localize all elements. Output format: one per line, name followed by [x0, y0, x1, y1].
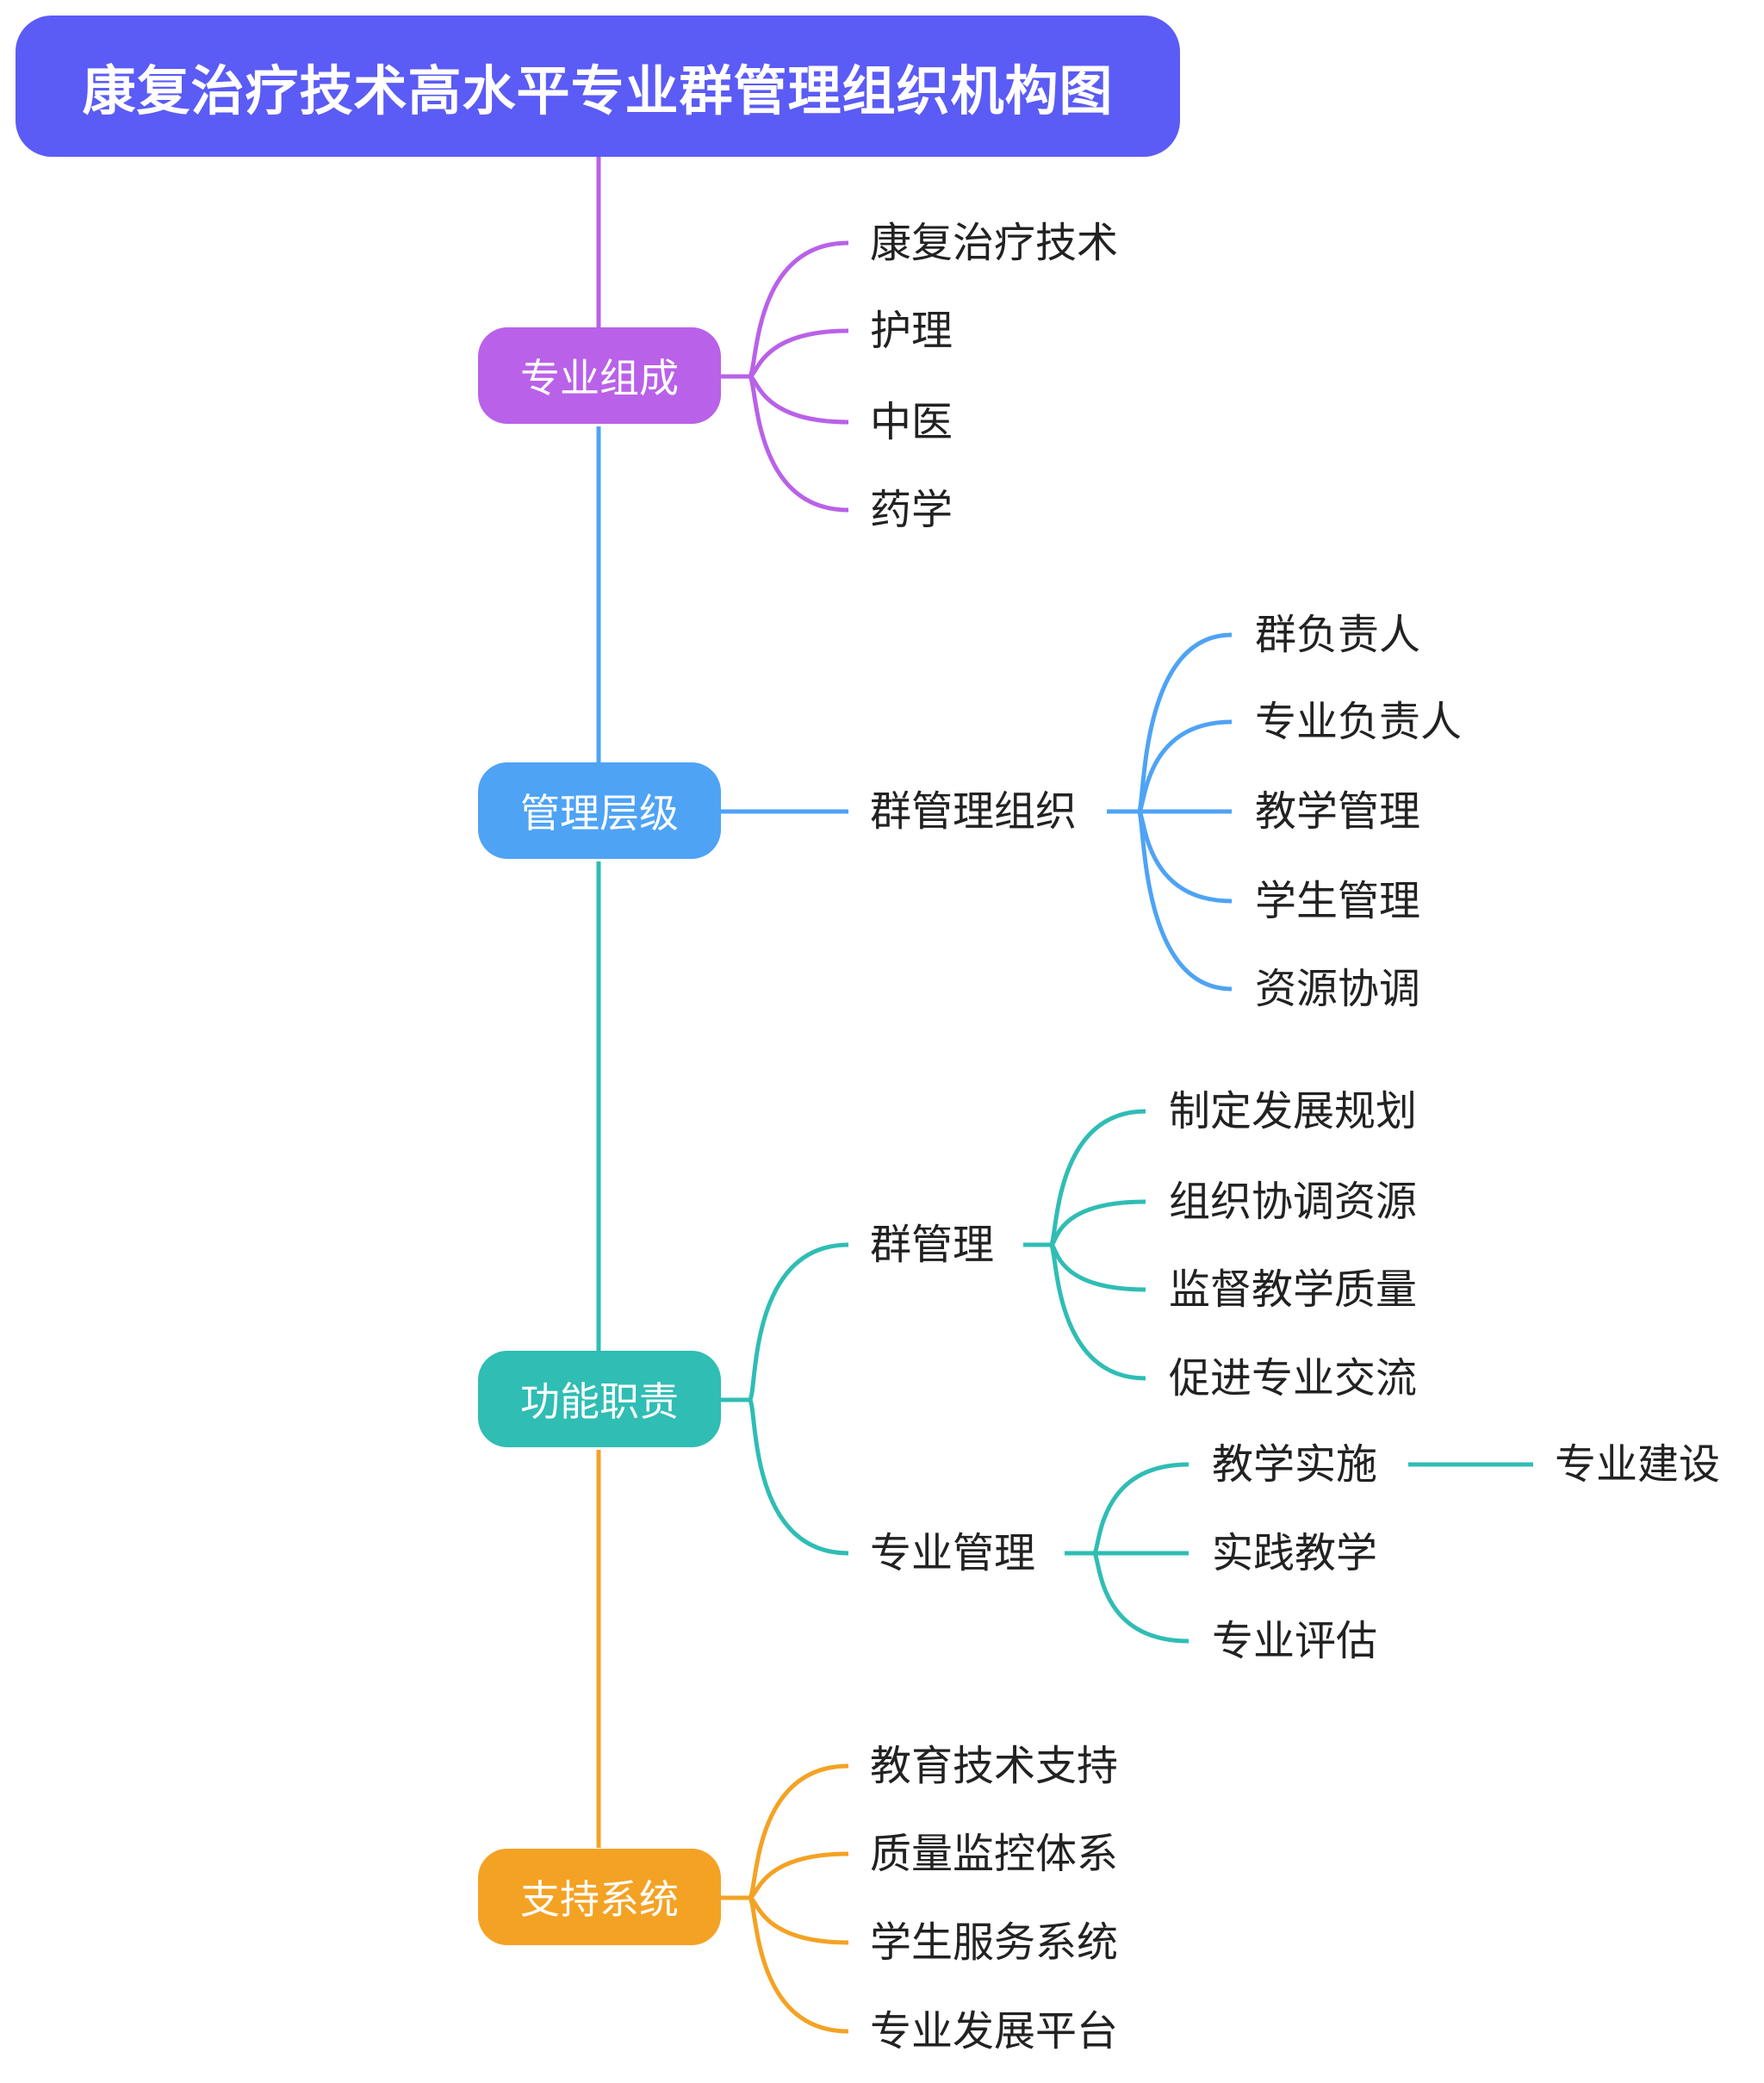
branch-composition: 专业组成 [478, 327, 721, 424]
function-item: 监督教学质量 [1169, 1265, 1418, 1314]
management-item: 专业负责人 [1255, 698, 1463, 746]
group-management-org: 群管理组织 [870, 787, 1078, 836]
function-connectors [721, 1109, 1533, 1644]
support-item: 学生服务系统 [870, 1918, 1119, 1967]
composition-item: 护理 [870, 307, 953, 355]
function-group-management: 群管理 [870, 1221, 995, 1269]
composition-item: 中医 [870, 398, 953, 446]
function-major-management: 专业管理 [870, 1529, 1036, 1577]
support-item: 教育技术支持 [870, 1742, 1119, 1790]
composition-item: 康复治疗技术 [870, 219, 1119, 267]
management-item: 学生管理 [1255, 877, 1421, 925]
function-item: 制定发展规划 [1169, 1087, 1418, 1135]
function-item: 促进专业交流 [1169, 1354, 1418, 1402]
management-connectors [721, 632, 1233, 992]
management-item: 资源协调 [1255, 965, 1421, 1013]
composition-item: 药学 [870, 486, 953, 534]
branch-function: 功能职责 [478, 1351, 721, 1447]
function-item: 组织协调资源 [1169, 1178, 1418, 1226]
major-item: 实践教学 [1212, 1529, 1378, 1577]
composition-connectors [721, 240, 849, 513]
major-item: 教学实施 [1212, 1440, 1378, 1489]
support-connectors [721, 1763, 849, 2034]
major-sub-item: 专业建设 [1555, 1440, 1721, 1489]
branch-management: 管理层级 [478, 762, 721, 859]
support-item: 专业发展平台 [870, 2007, 1119, 2055]
management-item: 群负责人 [1255, 611, 1421, 659]
branch-support: 支持系统 [478, 1849, 721, 1945]
root-title: 康复治疗技术高水平专业群管理组织机构图 [16, 16, 1180, 157]
support-item: 质量监控体系 [870, 1830, 1119, 1878]
management-item: 教学管理 [1255, 787, 1421, 836]
major-item: 专业评估 [1212, 1617, 1378, 1665]
